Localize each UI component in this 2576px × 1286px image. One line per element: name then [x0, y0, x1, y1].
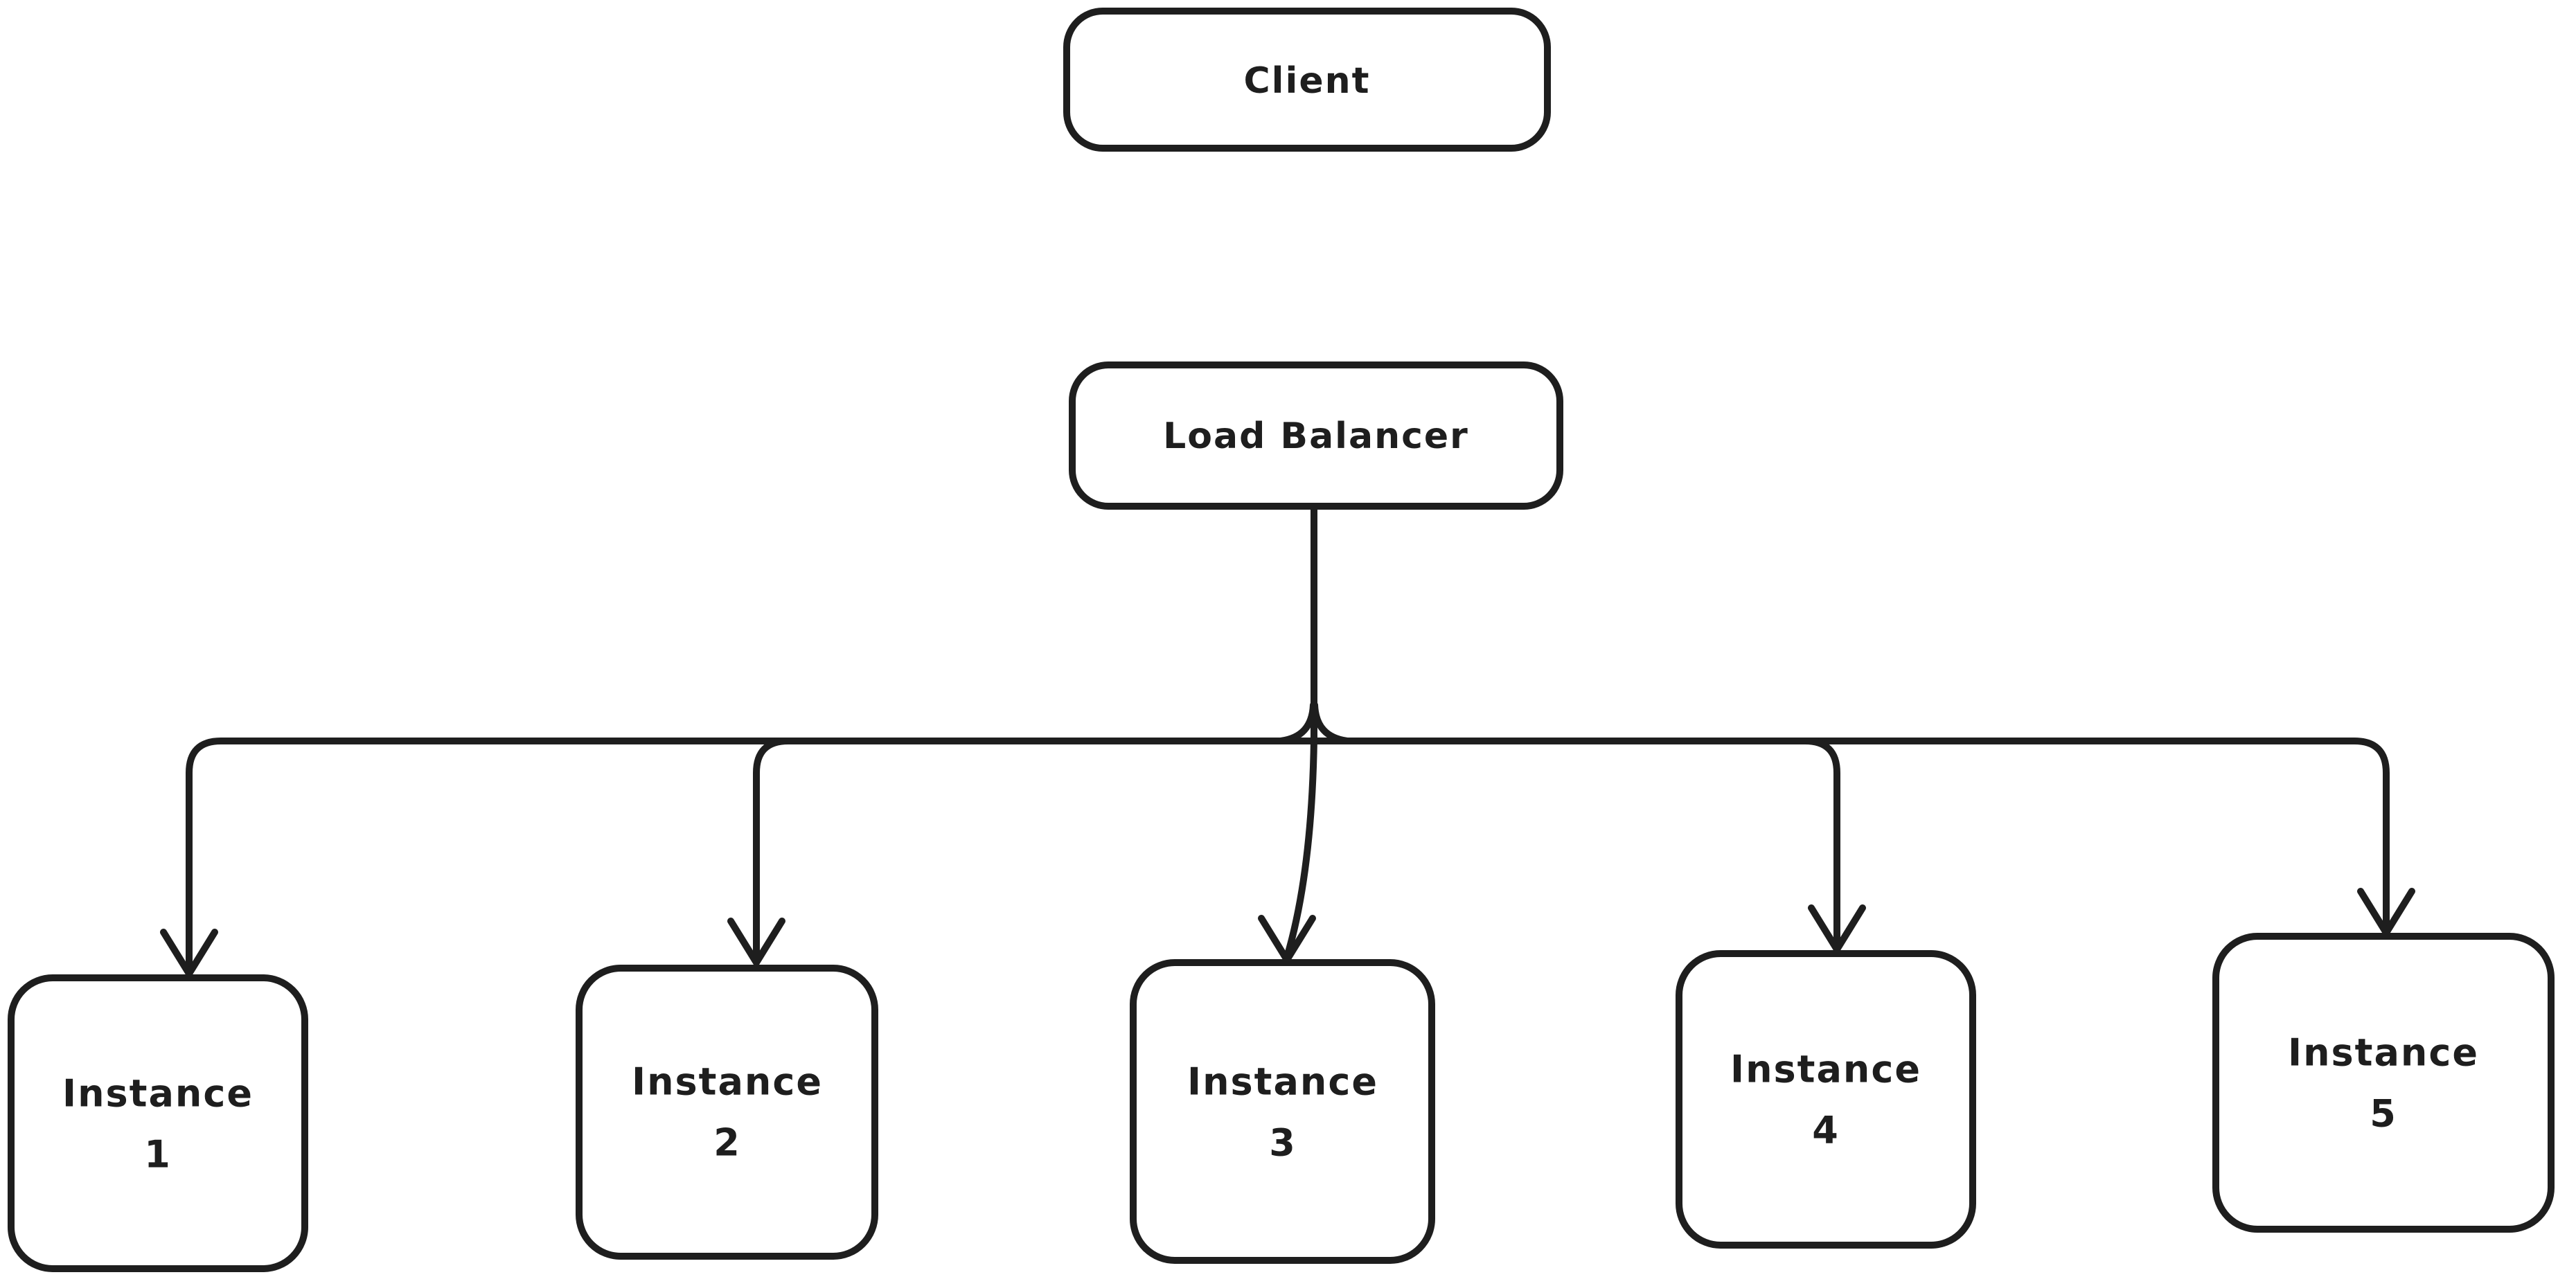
load-balancer-label: Load Balancer — [1163, 416, 1469, 457]
edge-lb-to-instance-3 — [1283, 504, 1317, 961]
node-client: Client — [1063, 8, 1551, 152]
arrowhead-instance-4-icon — [1808, 904, 1866, 953]
instance-1-box — [8, 974, 308, 1272]
instance-4-label-line1: Instance — [1730, 1048, 1921, 1091]
edge-lb-to-instance-2 — [753, 738, 792, 963]
instance-2-box — [576, 965, 878, 1260]
edge-junction-flare-left — [1277, 702, 1317, 744]
node-instance-3: Instance 3 — [1130, 959, 1435, 1264]
load-balancer-box — [1069, 361, 1563, 510]
node-load-balancer: Load Balancer — [1069, 361, 1563, 510]
arrowhead-instance-3-icon — [1258, 915, 1316, 963]
instance-2-label-line1: Instance — [632, 1060, 823, 1104]
instance-5-label-line1: Instance — [2288, 1031, 2479, 1075]
edge-lb-to-instance-4 — [1802, 738, 1840, 950]
instance-3-label-line2: 3 — [1269, 1121, 1297, 1165]
instance-5-label-line2: 5 — [2370, 1092, 2397, 1136]
instance-1-label-line2: 1 — [144, 1133, 172, 1177]
nodes-layer: Client Load Balancer Instance 1 Instance… — [8, 8, 2555, 1272]
instance-4-box — [1676, 950, 1976, 1249]
instance-5-box — [2212, 933, 2555, 1233]
arrowhead-instance-1-icon — [160, 929, 218, 977]
instance-4-label-line2: 4 — [1812, 1109, 1840, 1152]
instance-2-label-line2: 2 — [713, 1121, 741, 1165]
edge-trunk-lb-fanout — [186, 738, 2390, 974]
node-instance-4: Instance 4 — [1676, 950, 1976, 1249]
edge-junction-flare-right — [1311, 702, 1351, 744]
instance-3-box — [1130, 959, 1435, 1264]
client-box — [1063, 8, 1551, 152]
client-label: Client — [1244, 60, 1371, 102]
instance-3-label-line1: Instance — [1187, 1060, 1378, 1104]
node-instance-5: Instance 5 — [2212, 933, 2555, 1233]
node-instance-2: Instance 2 — [576, 965, 878, 1260]
instance-1-label-line1: Instance — [62, 1072, 254, 1116]
arrowhead-instance-2-icon — [727, 918, 785, 966]
edges-layer — [160, 504, 2415, 977]
node-instance-1: Instance 1 — [8, 974, 308, 1272]
